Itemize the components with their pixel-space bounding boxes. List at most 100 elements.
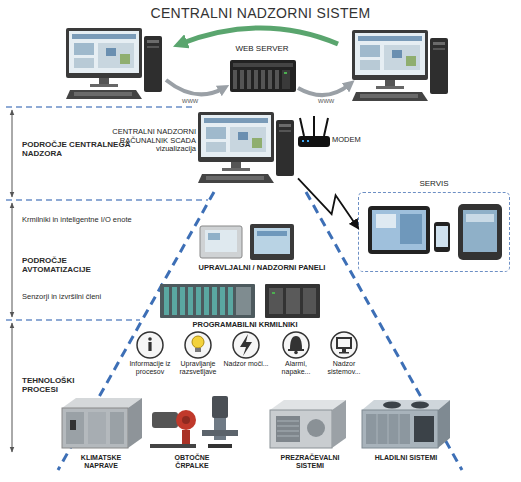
ventilation-unit — [277, 431, 299, 432]
panel-icons — [205, 230, 237, 252]
panel-icons — [250, 224, 294, 260]
process-icon: Nadzor moči... — [220, 331, 272, 391]
network-arrows — [180, 28, 338, 44]
pump-units — [150, 396, 238, 448]
level-bracket — [12, 323, 13, 452]
network-arrows — [298, 84, 350, 95]
server-icon — [282, 70, 290, 89]
plc-icons — [188, 287, 193, 315]
chiller-unit — [377, 414, 378, 444]
pump-units — [214, 418, 226, 440]
level-label: PODROČJE AVTOMATIZACIJE — [22, 256, 122, 274]
process-icons — [137, 332, 357, 358]
server-icon — [233, 70, 237, 89]
plc-icons — [212, 287, 217, 315]
process-icons — [148, 337, 152, 341]
modem-icon — [298, 116, 330, 147]
chiller-unit — [366, 414, 410, 444]
air-handling-unit — [62, 408, 128, 448]
ventilation-unit — [277, 421, 299, 422]
process-icons — [339, 352, 349, 354]
server-icon — [230, 60, 296, 92]
process-icons — [331, 332, 357, 358]
node-label: MODEM — [332, 136, 368, 145]
pyramid-outline — [58, 192, 214, 470]
node-label: KLIMATSKE NAPRAVE — [68, 454, 134, 470]
pump-units — [208, 444, 232, 448]
node-label: PROGRAMABILNI KRMILNIKI — [150, 321, 340, 330]
server-icon — [261, 70, 265, 89]
plc-icons — [220, 287, 225, 315]
server-icon — [254, 70, 258, 89]
level-bracket — [12, 203, 13, 317]
computer-icon — [66, 28, 162, 99]
chiller-unit — [362, 410, 438, 448]
plc-icons — [236, 287, 251, 315]
pump-units — [212, 396, 228, 418]
pump-units — [182, 416, 190, 424]
panel-node: UPRAVLJALNI / NADZORNI PANELI — [166, 222, 358, 278]
pump-units — [176, 410, 196, 430]
node-label: WEB SERVER — [212, 44, 312, 53]
chiller-unit — [399, 414, 400, 444]
modem-icon — [324, 118, 328, 136]
plc-icons — [180, 287, 185, 315]
server-icon — [268, 70, 272, 89]
link-label: www — [318, 97, 348, 106]
ventilation-unit — [270, 410, 332, 448]
panel-icons — [257, 231, 287, 236]
modem-icon — [313, 116, 315, 136]
diagram-title: CENTRALNI NADZORNI SISTEM — [0, 5, 521, 21]
node-label: Nadzor moči... — [220, 360, 272, 368]
process-icons — [337, 338, 351, 348]
chiller-unit — [383, 402, 401, 409]
air-handling-unit — [62, 398, 142, 408]
level-label: PODROČJE CENTRALNEGA NADZORA — [22, 140, 134, 158]
level-label: Krmilniki in inteligentne I/O enote — [22, 216, 192, 225]
process-icons — [294, 351, 298, 355]
panel-icons — [208, 233, 220, 240]
plc-icons — [286, 288, 300, 314]
modem-node: MODEM — [296, 116, 370, 152]
air-handling-unit — [70, 420, 76, 430]
process-icons — [240, 334, 252, 356]
level-label: TEHNOLOŠKI PROCESI — [22, 376, 102, 394]
chiller-unit — [362, 400, 450, 410]
air-handling-unit — [128, 398, 142, 448]
process-icon: Alarmi, napake... — [270, 331, 322, 391]
modem-icon — [307, 140, 309, 142]
process-icons — [195, 348, 201, 352]
modem-icon — [302, 140, 304, 142]
plc-icons — [269, 288, 283, 314]
mobile-devices — [458, 204, 502, 260]
air-handling-unit — [62, 398, 142, 448]
chiller-unit — [362, 400, 450, 448]
level-lines — [6, 199, 208, 201]
chiller-unit — [388, 414, 389, 444]
node-label: OBTOČNE ČRPALKE — [159, 454, 225, 470]
mobile-devices — [376, 214, 396, 228]
node-label: Nadzor sistemov... — [318, 360, 370, 376]
mobile-devices — [436, 226, 448, 247]
plc-icons — [228, 287, 233, 315]
mobile-devices — [434, 222, 450, 252]
server-icon — [247, 70, 251, 89]
computer-icon — [352, 30, 448, 101]
equipment-node: PREZRAČEVALNI SISTEMI — [265, 392, 355, 478]
air-handling-unit — [110, 412, 124, 444]
equipment-node: OBTOČNE ČRPALKE — [147, 392, 237, 478]
mobile-devices — [466, 214, 494, 222]
link-label: www — [182, 97, 212, 106]
process-icons — [290, 336, 302, 349]
ventilation-unit — [277, 436, 299, 437]
node-label: Informacije iz procesov — [124, 360, 176, 376]
server-icon — [284, 72, 287, 74]
node-label: UPRAVLJALNI / NADZORNI PANELI — [166, 264, 358, 273]
mobile-devices — [372, 210, 426, 250]
service-box: SERVIS — [358, 192, 510, 272]
server-icon — [240, 70, 244, 89]
plc-icons — [196, 287, 201, 315]
chiller-unit — [411, 402, 429, 409]
node-label: HLADILNI SISTEMI — [373, 454, 439, 462]
equipment-node: HLADILNI SISTEMI — [361, 392, 451, 478]
